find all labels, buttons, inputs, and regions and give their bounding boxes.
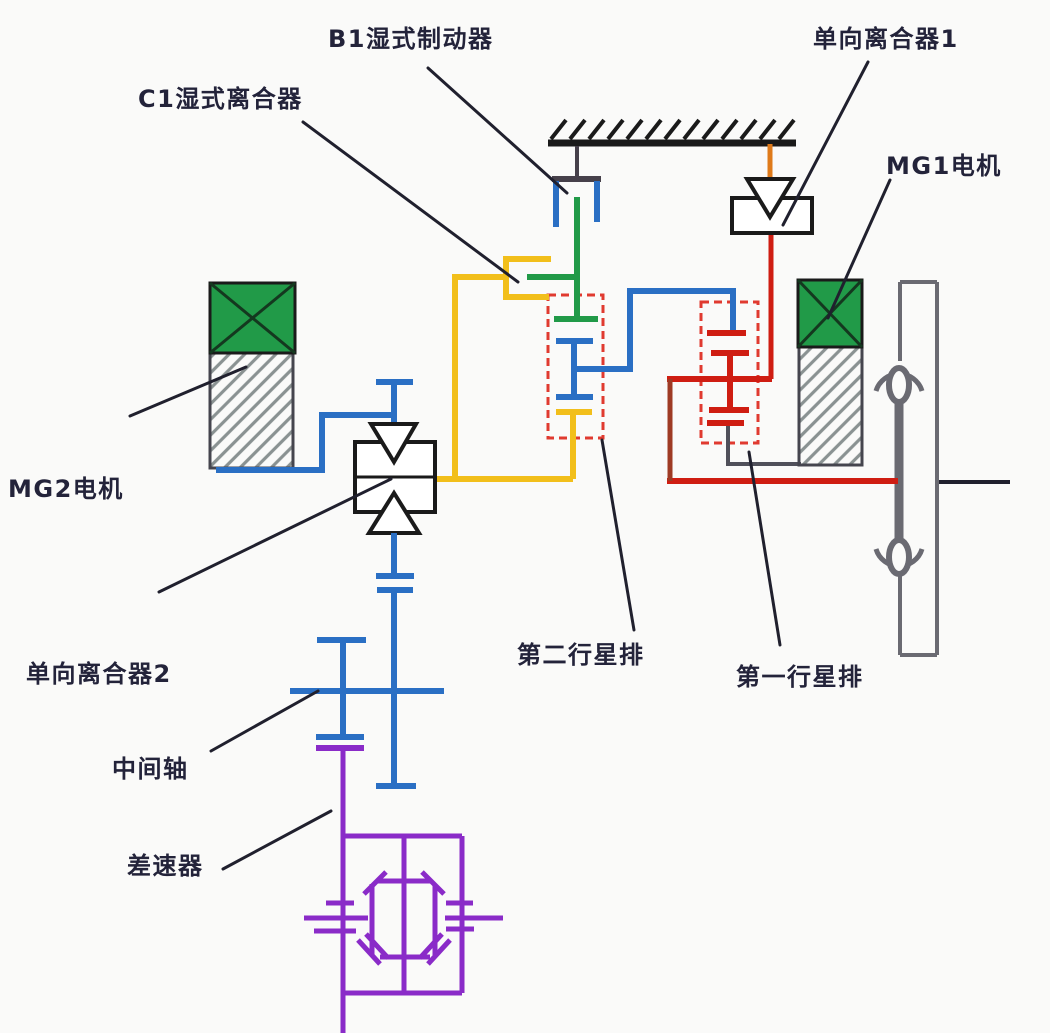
chain-drive-symbol [873, 280, 1010, 657]
label-intermediate-shaft: 中间轴 [112, 755, 189, 783]
planetary-1-members [667, 231, 898, 484]
leader-one-way-clutch-2 [157, 477, 393, 594]
planetary-2-carrier [556, 288, 736, 400]
one-way-clutch-2-symbol [353, 379, 437, 535]
leader-c1-clutch [301, 120, 520, 284]
label-c1-clutch: C1湿式离合器 [138, 85, 303, 113]
label-planetary-row-1: 第一行星排 [736, 663, 864, 691]
c1-clutch-symbol [436, 256, 592, 482]
label-planetary-row-2: 第二行星排 [517, 641, 645, 669]
leader-intermediate-shaft [209, 689, 320, 753]
b1-brake-symbol [552, 146, 601, 227]
leader-one-way-clutch-1 [781, 60, 870, 227]
leader-mg2-motor [128, 365, 248, 418]
leader-differential [221, 809, 333, 871]
differential-symbol [304, 745, 503, 1033]
sun-to-mg1-link [726, 426, 801, 466]
label-one-way-clutch-2: 单向离合器2 [26, 660, 172, 688]
mg2-motor-symbol [208, 281, 392, 473]
leader-b1-brake [426, 66, 569, 195]
label-mg2-motor: MG2电机 [8, 475, 124, 503]
leader-planetary-row-2 [600, 438, 636, 632]
mg1-motor-symbol [796, 278, 864, 467]
one-way-clutch-1-symbol [730, 144, 814, 235]
leader-lines [128, 60, 892, 871]
label-one-way-clutch-1: 单向离合器1 [813, 25, 959, 53]
leader-planetary-row-1 [747, 450, 782, 647]
intermediate-shaft-gears [290, 533, 444, 789]
green-ring-shaft [527, 197, 598, 322]
label-differential: 差速器 [127, 852, 204, 880]
label-mg1-motor: MG1电机 [886, 152, 1002, 180]
leader-mg1-motor [826, 178, 892, 320]
label-b1-brake: B1湿式制动器 [328, 25, 494, 53]
mg2-output-link [216, 412, 392, 473]
ground-symbol [548, 118, 796, 147]
